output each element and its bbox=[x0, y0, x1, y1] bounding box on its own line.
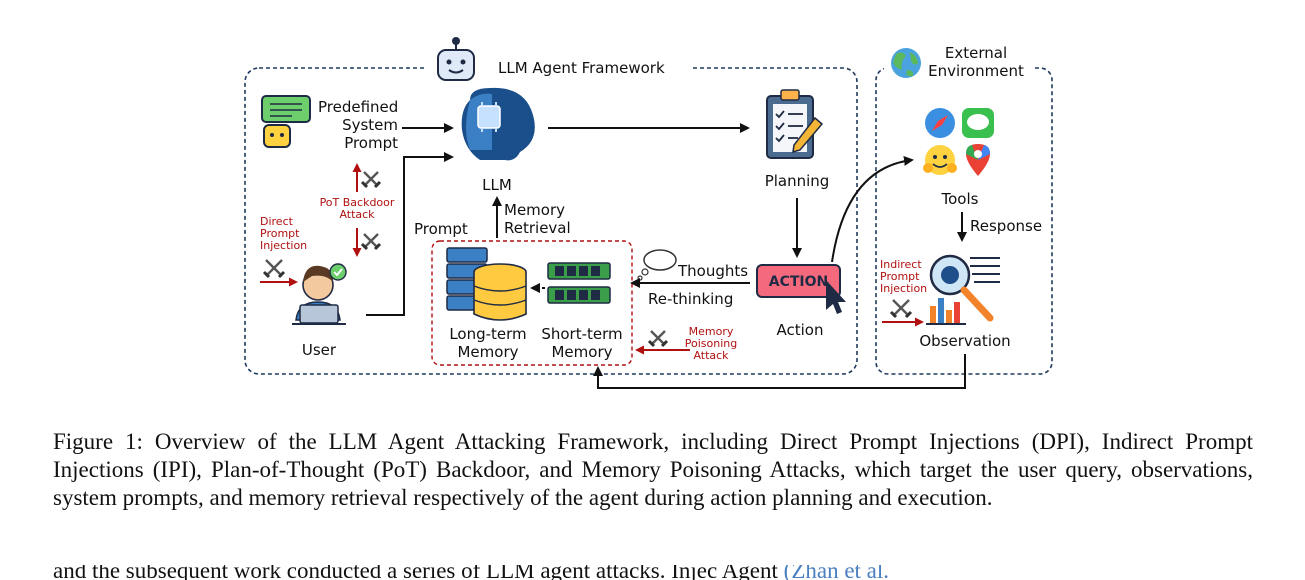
llm-brain-icon bbox=[461, 87, 535, 161]
memory-poisoning-attack-label: Memory Poisoning Attack bbox=[684, 325, 738, 362]
crossed-swords-icon-pot-upper bbox=[360, 171, 382, 189]
short-term-memory-label: Short-term Memory bbox=[541, 325, 623, 361]
prompt-label: Prompt bbox=[414, 220, 468, 238]
memory-retrieval-label: Memory Retrieval bbox=[504, 201, 571, 237]
messages-icon bbox=[962, 108, 994, 138]
action-badge-label: ACTION bbox=[768, 274, 829, 290]
chatbot-icon bbox=[261, 95, 311, 148]
user-label: User bbox=[301, 341, 337, 359]
maps-icon bbox=[966, 144, 990, 176]
action-label: Action bbox=[776, 321, 824, 339]
tools-label: Tools bbox=[941, 190, 979, 208]
crossed-swords-icon-ipi bbox=[889, 299, 913, 319]
system-prompt-label: Predefined System Prompt bbox=[318, 98, 399, 152]
robot-icon bbox=[437, 37, 475, 81]
globe-icon bbox=[891, 48, 921, 78]
observation-label: Observation bbox=[919, 332, 1011, 350]
citation-link[interactable]: (Zhan et al. bbox=[783, 565, 890, 580]
planning-label: Planning bbox=[764, 172, 830, 190]
arrow-user-to-llm bbox=[366, 152, 454, 316]
llm-label: LLM bbox=[482, 176, 512, 194]
memory-box bbox=[431, 240, 633, 366]
framework-title: LLM Agent Framework bbox=[498, 59, 665, 77]
body-text-next-line: and the subsequent work conducted a seri… bbox=[53, 565, 1253, 580]
framework-diagram bbox=[244, 37, 1053, 389]
direct-prompt-injection-label: Direct Prompt Injection bbox=[260, 215, 308, 252]
agent-framework-box bbox=[244, 67, 858, 375]
response-label: Response bbox=[970, 217, 1043, 235]
arrow-observation-to-memory bbox=[593, 354, 966, 389]
pot-backdoor-attack-label: PoT Backdoor Attack bbox=[319, 196, 395, 221]
rethinking-label: Re-thinking bbox=[648, 290, 734, 308]
short-term-memory-icon bbox=[547, 262, 611, 304]
crossed-swords-icon-dpi bbox=[262, 259, 286, 279]
huggingface-icon bbox=[923, 145, 957, 175]
arrow-action-to-tools bbox=[831, 156, 914, 263]
user-icon bbox=[292, 263, 347, 325]
indirect-prompt-injection-label: Indirect Prompt Injection bbox=[880, 258, 928, 295]
thought-bubble-icon bbox=[637, 249, 677, 281]
thoughts-label: Thoughts bbox=[678, 262, 749, 280]
framework-figure: LLM Agent Framework External Environment… bbox=[244, 37, 1053, 389]
crossed-swords-icon-pot-lower bbox=[360, 233, 382, 251]
action-button-icon bbox=[756, 264, 846, 314]
crossed-swords-icon-memory bbox=[647, 330, 669, 348]
long-term-memory-icon bbox=[446, 247, 527, 321]
long-term-memory-label: Long-term Memory bbox=[449, 325, 527, 361]
external-environment-title: External Environment bbox=[928, 44, 1024, 80]
figure-caption: Figure 1: Overview of the LLM Agent Atta… bbox=[53, 429, 1253, 510]
planning-clipboard-icon bbox=[766, 89, 824, 159]
observation-magnifier-icon bbox=[926, 254, 1000, 325]
safari-icon bbox=[925, 108, 955, 138]
